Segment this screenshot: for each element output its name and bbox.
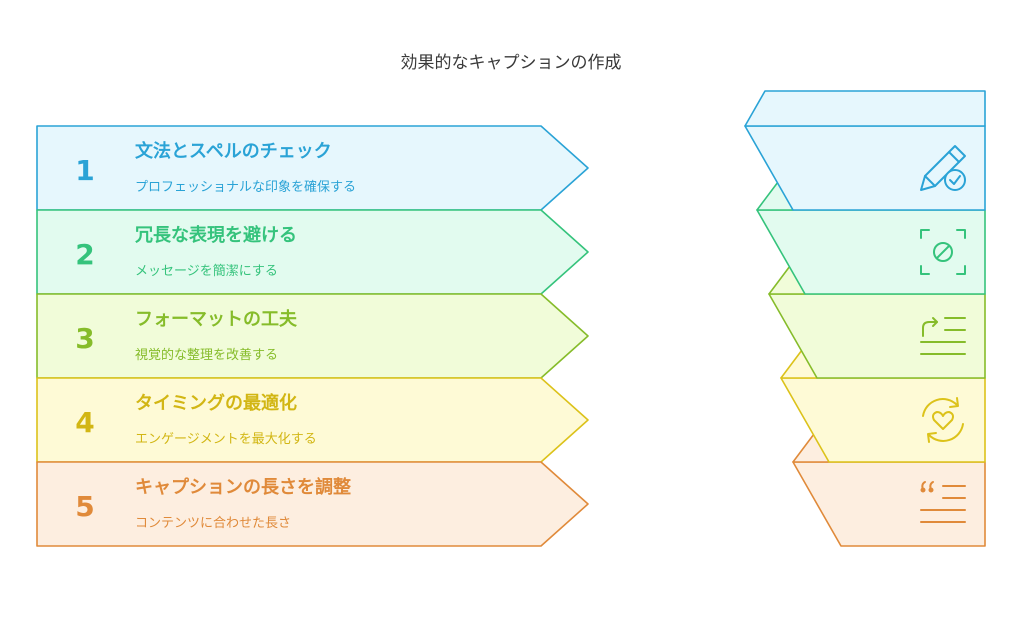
icon-panel-body (792, 461, 986, 547)
step-number: 3 (75, 322, 94, 355)
step-heading: タイミングの最適化 (135, 392, 297, 414)
pencil-check-icon (920, 145, 966, 191)
step-number: 5 (75, 490, 94, 523)
icon-panel-4 (780, 345, 986, 463)
step-number: 2 (75, 238, 94, 271)
step-description: エンゲージメントを最大化する (135, 432, 317, 447)
step-arrow-shape (36, 461, 589, 547)
step-number: 4 (75, 406, 94, 439)
step-description: メッセージを簡潔にする (135, 264, 278, 279)
step-description: プロフェッショナルな印象を確保する (135, 179, 356, 195)
no-focus-icon (920, 229, 966, 275)
format-list-icon (920, 317, 966, 355)
diagram-title: 効果的なキャプションの作成 (400, 53, 622, 73)
step-arrow-shape (36, 293, 589, 379)
step-arrow-shape (36, 125, 589, 211)
step-arrow-shape (36, 377, 589, 463)
step-heading: 文法とスペルのチェック (135, 140, 332, 162)
icon-panel-top-fold (744, 90, 986, 127)
step-description: 視覚的な整理を改善する (135, 347, 278, 363)
icon-panel-5 (792, 429, 986, 547)
step-heading: フォーマットの工夫 (135, 308, 298, 330)
step-icon-stack (744, 90, 986, 547)
icon-panel-1 (744, 90, 986, 211)
quote-lines-icon (920, 481, 966, 523)
step-description: コンテンツに合わせた長さ (135, 516, 291, 531)
heart-refresh-icon (922, 397, 964, 443)
step-arrow-shape (36, 209, 589, 295)
step-heading: キャプションの長さを調整 (135, 476, 351, 498)
step-number: 1 (75, 154, 94, 187)
step-heading: 冗長な表現を避ける (135, 224, 297, 246)
